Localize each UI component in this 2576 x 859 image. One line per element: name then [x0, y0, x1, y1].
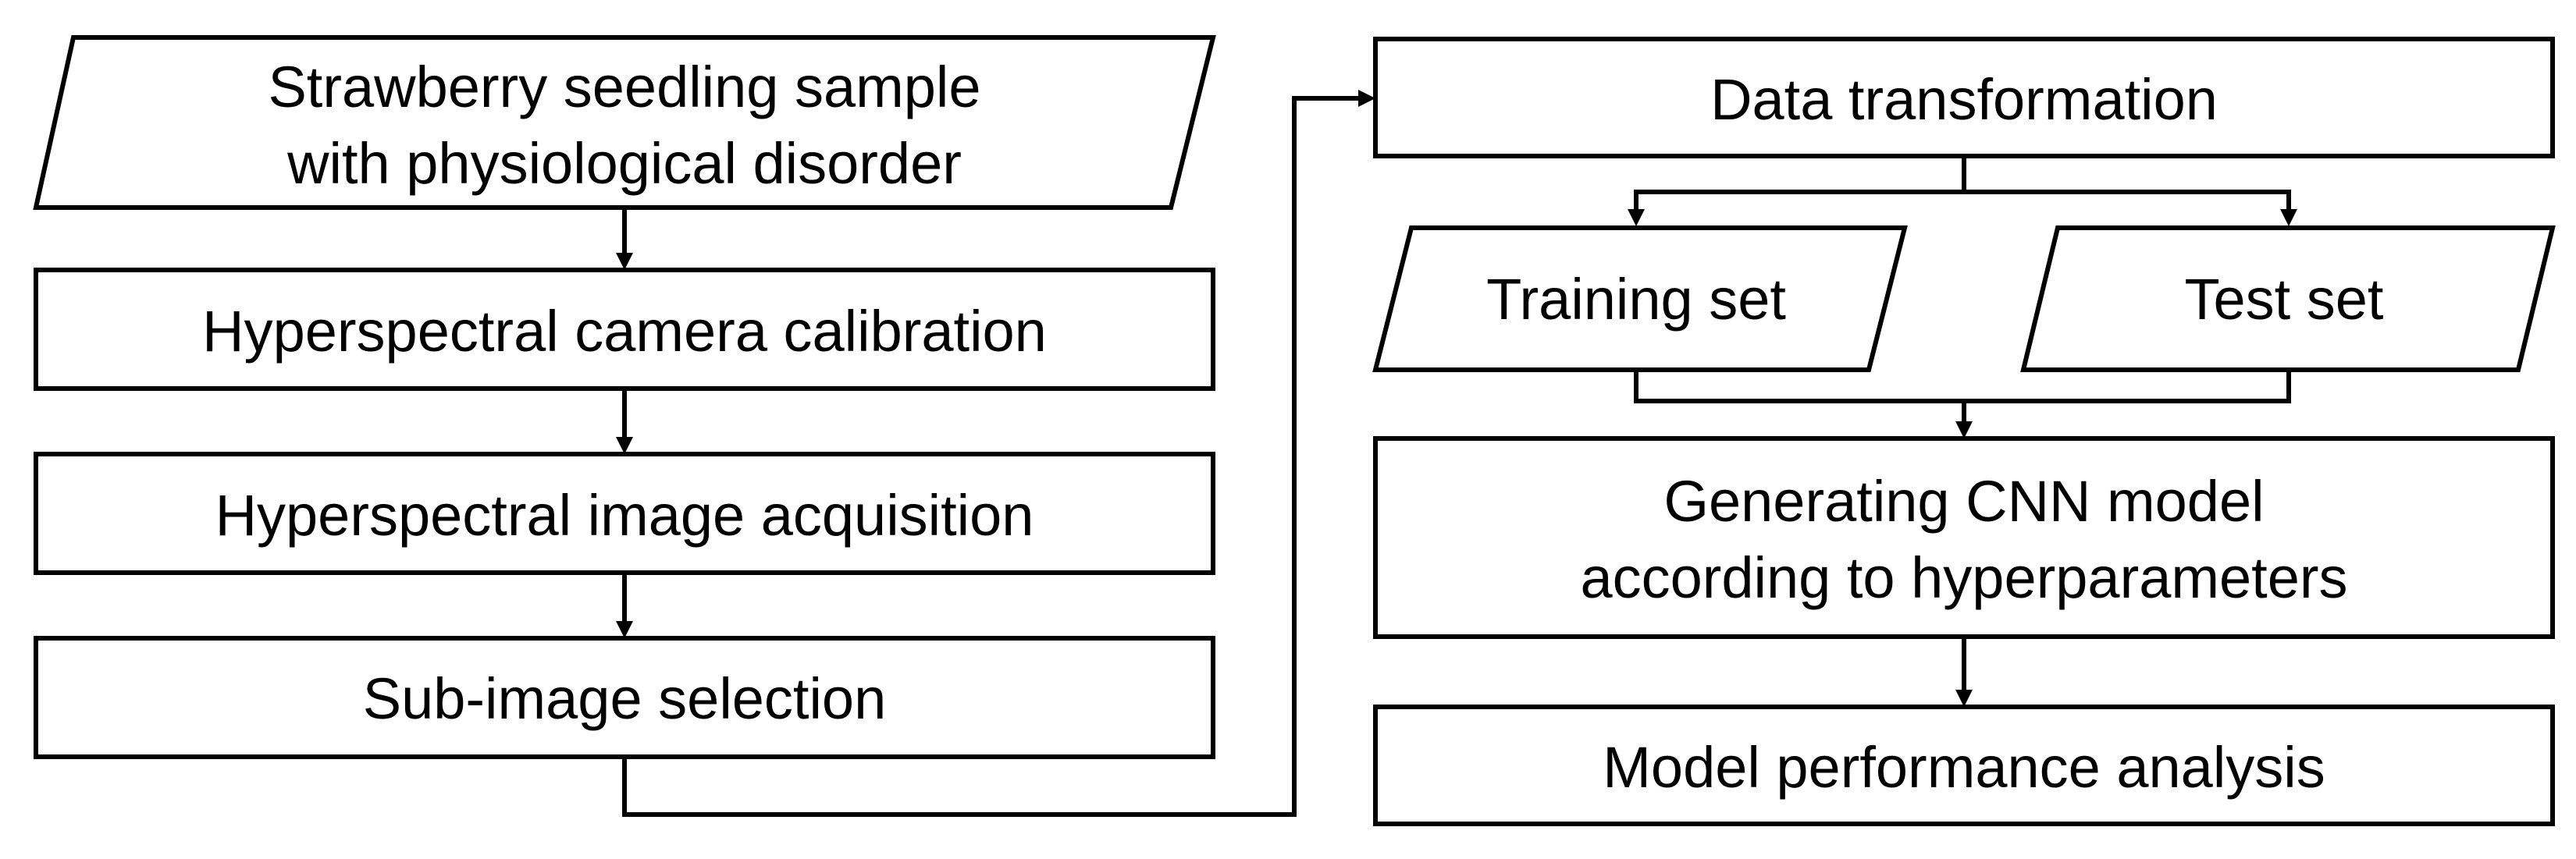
- arrowhead: [616, 621, 633, 638]
- data-transformation-node: Data transformation: [1373, 37, 2555, 158]
- cnn-model-label-line2: according to hyperparameters: [1580, 545, 2347, 610]
- cnn-model-node: Generating CNN model according to hyperp…: [1373, 436, 2555, 639]
- camera-calibration-node: Hyperspectral camera calibration: [34, 268, 1215, 391]
- sub-image-selection-box: [34, 636, 1215, 759]
- training-set-label: Training set: [1486, 267, 1786, 332]
- performance-analysis-label: Model performance analysis: [1603, 735, 2325, 800]
- sub-image-selection-node: Sub-image selection: [34, 636, 1215, 759]
- arrowhead: [1955, 421, 1973, 438]
- arrow-sample-to-calibration: [616, 208, 633, 270]
- connector-line: [622, 96, 1358, 817]
- connector-line: [1634, 370, 2291, 403]
- performance-analysis-node: Model performance analysis: [1373, 705, 2555, 826]
- arrow-sets-merge: [1634, 370, 2291, 438]
- arrow-selection-to-transformation: [622, 90, 1375, 817]
- arrowhead: [616, 437, 633, 454]
- sample-input-shape: [33, 35, 1216, 210]
- test-set-shape: [2020, 225, 2556, 372]
- arrowhead: [1628, 209, 1645, 226]
- training-set-shape: [1372, 225, 1908, 372]
- sample-input-label-line2: with physiological disorder: [286, 131, 962, 196]
- image-acquisition-node: Hyperspectral image acquisition: [34, 452, 1215, 575]
- test-set-label: Test set: [2185, 267, 2384, 332]
- data-transformation-label: Data transformation: [1710, 67, 2218, 132]
- arrow-cnn-to-performance: [1955, 637, 1973, 707]
- sample-input-node: Strawberry seedling sample with physiolo…: [33, 35, 1216, 210]
- arrowhead: [1955, 690, 1973, 707]
- cnn-model-label-line1: Generating CNN model: [1663, 469, 2264, 534]
- arrow-calibration-to-acquisition: [616, 389, 633, 454]
- sample-input-label-line1: Strawberry seedling sample: [268, 55, 980, 119]
- arrowhead: [1358, 90, 1375, 107]
- image-acquisition-label: Hyperspectral image acquisition: [215, 483, 1034, 548]
- test-set-node: Test set: [2020, 225, 2556, 372]
- performance-analysis-box: [1373, 705, 2555, 826]
- arrowhead: [616, 253, 633, 270]
- image-acquisition-box: [34, 452, 1215, 575]
- connector-line: [1634, 190, 2291, 209]
- arrow-acquisition-to-selection: [616, 573, 633, 638]
- arrowhead: [2280, 209, 2297, 226]
- camera-calibration-box: [34, 268, 1215, 391]
- sub-image-selection-label: Sub-image selection: [363, 666, 886, 731]
- camera-calibration-label: Hyperspectral camera calibration: [202, 299, 1047, 364]
- training-set-node: Training set: [1372, 225, 1908, 372]
- arrow-transformation-split: [1628, 156, 2297, 226]
